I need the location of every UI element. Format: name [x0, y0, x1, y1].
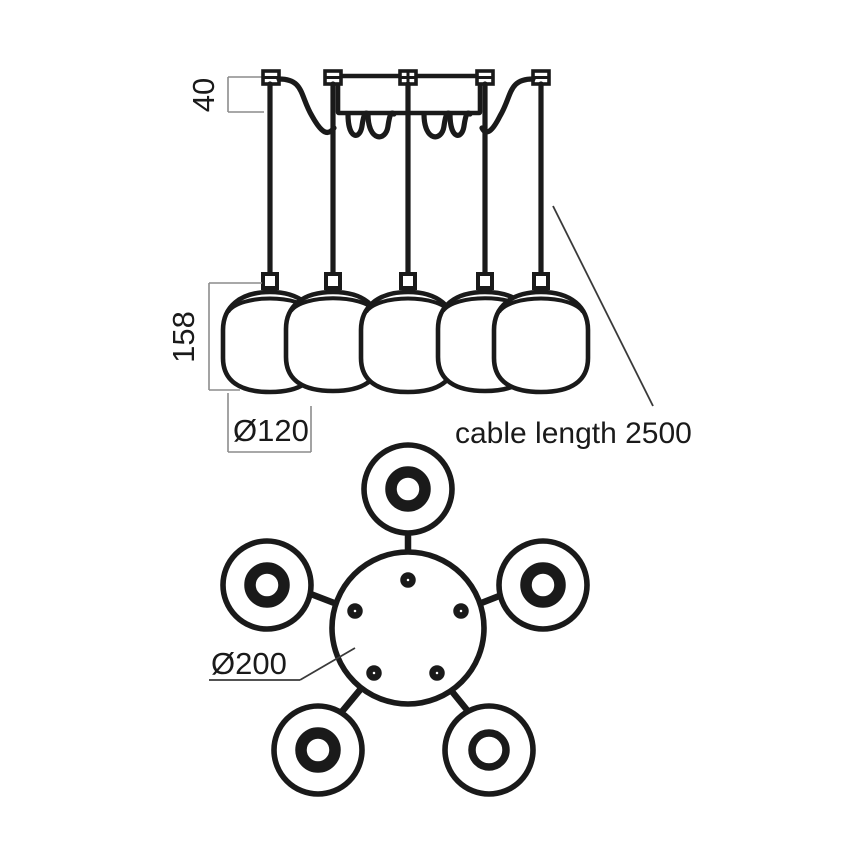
pendant-5-shade [491, 289, 591, 395]
pendant-5 [491, 272, 591, 395]
plan-hub-nodes-group [347, 572, 469, 681]
cables-group [267, 76, 544, 278]
dim-200-label: Ø200 [211, 646, 287, 681]
dimension-shade-diameter: Ø120 [227, 393, 312, 453]
cable-drape-loop-b [365, 110, 397, 140]
dim-40-label: 40 [186, 78, 221, 112]
plan-pendant-left [220, 538, 314, 632]
plan-hub-canopy [329, 549, 487, 707]
plan-pendant-left-inner [244, 562, 290, 608]
plan-view: Ø200 [209, 442, 590, 797]
dimension-canopy-height: 40 [186, 76, 264, 113]
dim-200-leader [299, 647, 356, 681]
cable-length-note: cable length 2500 [455, 417, 692, 450]
cable-drape-2 [479, 76, 536, 135]
plan-pendant-top-inner [385, 466, 431, 512]
cable-drape-1 [276, 76, 337, 136]
plan-node-bottom-right [429, 665, 445, 681]
pendant-1-socket [261, 272, 279, 290]
dim-120-label: Ø120 [233, 413, 309, 448]
pendant-3 [358, 272, 458, 395]
plan-node-bottom-left [366, 665, 382, 681]
dim-158-label: 158 [166, 311, 201, 363]
cable-drape-loop-d [447, 110, 473, 138]
pendant-2-socket [324, 272, 342, 290]
plan-pendant-right-inner [520, 562, 566, 608]
plan-pendant-right [496, 538, 590, 632]
plan-pendant-bottom-right [442, 703, 536, 797]
elevation-view: 40 [166, 69, 692, 453]
plan-pendant-top [361, 442, 455, 536]
plan-node-right [453, 603, 469, 619]
pendant-5-shade-cap [497, 296, 585, 314]
plan-pendant-bottom-left [271, 703, 365, 797]
pendant-2 [283, 272, 383, 394]
pendant-3-socket [399, 272, 417, 290]
plan-node-left [347, 603, 363, 619]
cable-length-leader-line [552, 205, 654, 407]
dimension-shade-height: 158 [166, 282, 262, 391]
plan-pendant-bottom-right-inner [468, 729, 510, 771]
pendant-4-socket [476, 272, 494, 290]
dimension-canopy-diameter: Ø200 [209, 646, 356, 681]
pendant-5-socket [532, 272, 550, 290]
plan-pendant-bottom-left-inner [295, 727, 341, 773]
plan-node-top [400, 572, 416, 588]
